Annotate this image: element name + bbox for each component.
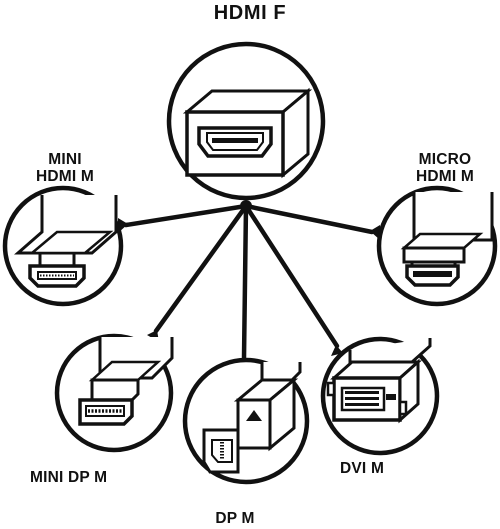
micro-hdmi-circle: [376, 185, 498, 307]
arrow-micro-hdmi: [370, 225, 380, 240]
label-dvi-line1: DVI M: [340, 460, 385, 477]
diagram-title: HDMI F: [213, 2, 287, 24]
dvi-circle: [320, 336, 440, 456]
line-micro-hdmi: [243, 203, 375, 235]
label-mini-dp: MINI DP M: [30, 469, 140, 486]
mini-dp-circle: [54, 333, 174, 453]
dp-circle: [182, 357, 310, 485]
line-mini-dp: [153, 203, 249, 334]
line-mini-hdmi: [123, 203, 249, 228]
line-dvi: [243, 203, 340, 349]
label-dvi: DVI M: [340, 460, 410, 477]
label-micro-hdmi-line2: HDMI M: [415, 168, 475, 186]
connector-lines: [123, 203, 375, 361]
label-dp-line1: DP M: [215, 510, 255, 527]
label-mini-hdmi-line2: HDMI M: [35, 168, 95, 186]
label-mini-hdmi-line1: MINI: [48, 151, 82, 168]
label-dp: DP M: [205, 510, 265, 527]
hub-dot: [240, 200, 252, 212]
label-mini-dp-line1: MINI DP M: [30, 469, 108, 486]
label-micro-hdmi: MICRO HDMI M: [395, 151, 495, 186]
mini-hdmi-circle: [2, 185, 124, 307]
label-mini-hdmi: MINI HDMI M: [20, 151, 110, 186]
hdmi-female-circle: [166, 41, 326, 201]
label-micro-hdmi-line1: MICRO: [418, 151, 472, 168]
line-dp: [241, 203, 249, 361]
